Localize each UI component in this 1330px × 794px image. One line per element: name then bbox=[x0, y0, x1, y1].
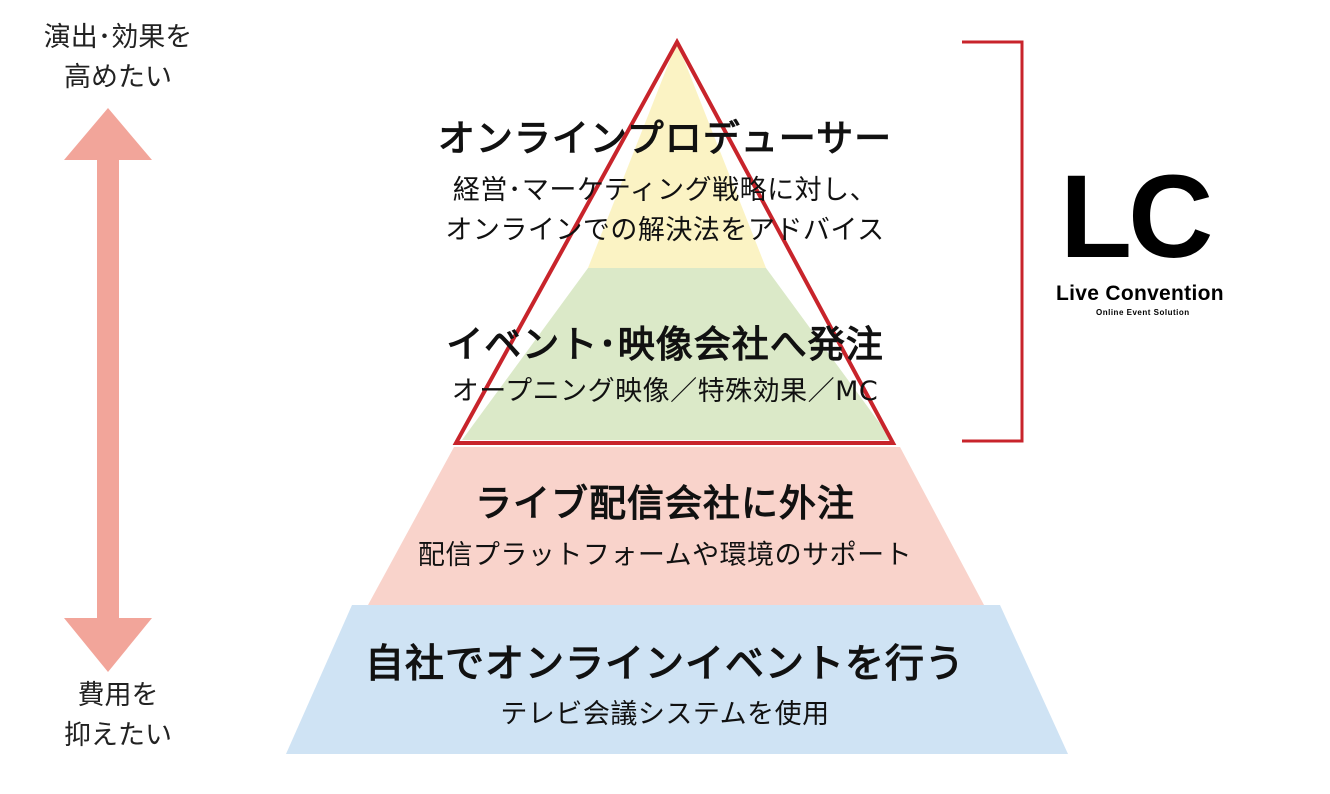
tier-3-desc-line1: 配信プラットフォームや環境のサポート bbox=[417, 540, 913, 571]
axis-top-label-line1: 演出･効果を bbox=[43, 22, 193, 53]
tier-2-shape bbox=[462, 268, 892, 440]
tier-2-title: イベント･映像会社へ発注 bbox=[446, 323, 884, 366]
axis-bottom-label-line1: 費用を bbox=[77, 680, 159, 711]
tier-3-shape bbox=[368, 447, 984, 605]
tier-2-desc-line1: オープニング映像／特殊効果／MC bbox=[451, 376, 879, 407]
tier-1-title: オンラインプロデューサー bbox=[437, 117, 893, 160]
tier-1-desc-line2: オンラインでの解決法をアドバイス bbox=[445, 215, 885, 246]
axis-bottom-label-line2: 抑えたい bbox=[64, 720, 172, 751]
tier-4-desc-line1: テレビ会議システムを使用 bbox=[500, 699, 830, 730]
tier-3-title: ライブ配信会社に外注 bbox=[475, 482, 855, 525]
axis-bottom-label: 費用を 抑えたい bbox=[18, 676, 218, 756]
logo-tagline: Online Event Solution bbox=[1096, 308, 1190, 317]
logo-name: Live Convention bbox=[1056, 282, 1224, 305]
highlight-bracket bbox=[962, 40, 1024, 443]
axis-top-label-line2: 高めたい bbox=[64, 62, 172, 93]
axis-top-label: 演出･効果を 高めたい bbox=[18, 18, 218, 98]
tier-4-title: 自社でオンラインイベントを行う bbox=[364, 642, 965, 687]
double-arrow-icon bbox=[64, 108, 152, 672]
highlight-outline bbox=[452, 37, 897, 445]
tier-1-desc-line1: 経営･マーケティング戦略に対し、 bbox=[452, 175, 878, 206]
logo-mark: LC bbox=[1060, 151, 1213, 283]
tier-1-shape bbox=[588, 42, 766, 268]
tier-4-shape bbox=[286, 605, 1068, 754]
